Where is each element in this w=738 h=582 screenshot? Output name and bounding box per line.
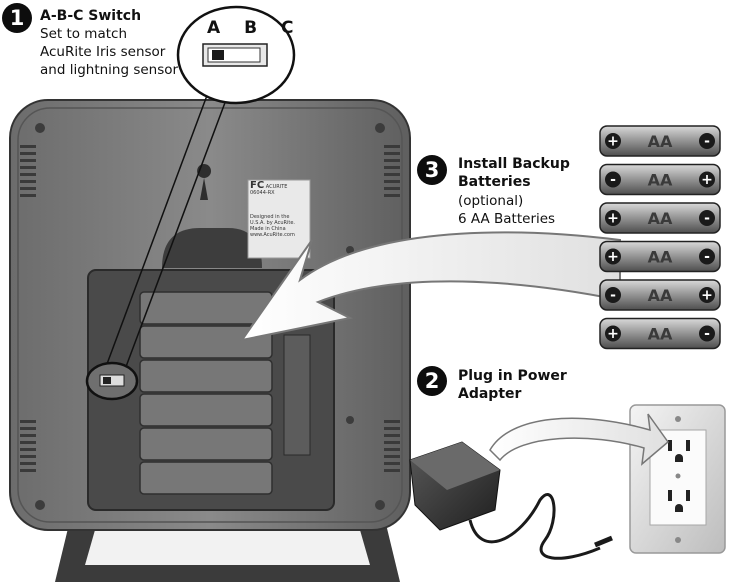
sticker-line-4: www.AcuRite.com: [250, 232, 295, 238]
battery-slots: [139, 291, 273, 495]
battery-stack: + - AA - + AA + - AA + - AA - + AA + - AA: [597, 124, 723, 356]
step-1-title: A-B-C Switch: [40, 8, 142, 24]
step-3-title-line-2: Batteries: [458, 174, 531, 190]
battery-label: AA: [648, 248, 673, 267]
aa-battery: - + AA: [599, 279, 721, 311]
battery-terminal-left-icon: [605, 133, 621, 149]
aa-battery: - + AA: [599, 163, 721, 196]
battery-polarity-symbol: -: [704, 134, 710, 150]
step-3-line-1: (optional): [458, 193, 524, 209]
step-2-badge: 2: [417, 366, 447, 396]
aa-battery: + - AA: [599, 317, 721, 350]
vent-slots-right: [384, 145, 400, 472]
battery-terminal-right-icon: [699, 287, 715, 303]
battery-terminal-left-icon: [605, 248, 621, 265]
battery-terminal-right-icon: [699, 248, 715, 265]
fcc-logo: FC: [250, 180, 265, 191]
battery-label: AA: [648, 132, 673, 151]
step-2-title-line-1: Plug in Power: [458, 368, 567, 384]
sticker-line-3: Made in China: [250, 226, 286, 232]
step-1-line-1: Set to match: [40, 26, 127, 42]
step-1-line-2: AcuRite Iris sensor: [40, 44, 166, 60]
aa-battery: + - AA: [599, 240, 721, 273]
step-2-title-line-2: Adapter: [458, 386, 522, 402]
battery-terminal-right-icon: [699, 210, 715, 226]
battery-polarity-symbol: +: [701, 172, 713, 188]
step-3-title-line-1: Install Backup: [458, 156, 570, 172]
sticker-line-1: Designed in the: [250, 214, 290, 220]
keyhole: [197, 164, 212, 200]
step-3-badge: 3: [417, 155, 447, 185]
battery-label: AA: [648, 325, 673, 344]
outlet-receptacles: [668, 440, 690, 512]
callout-line: [103, 81, 213, 373]
battery-polarity-symbol: -: [704, 211, 710, 227]
battery-terminal-left-icon: [605, 210, 621, 226]
battery-terminal-left-icon: [605, 325, 621, 342]
switch-letters: A B C: [207, 18, 303, 38]
battery-label: AA: [648, 209, 673, 228]
battery-polarity-symbol: -: [704, 326, 710, 342]
battery-polarity-symbol: -: [610, 288, 616, 304]
adapter-cable: [468, 493, 601, 560]
aa-battery: + - AA: [599, 125, 721, 157]
battery-polarity-symbol: -: [704, 249, 710, 265]
sticker-brand: ACURITE: [265, 184, 288, 190]
sticker-line-2: U.S.A. by AcuRite.: [250, 220, 295, 226]
battery-stack-drawing: + - AA - + AA + - AA + - AA - + AA + - AA: [599, 125, 721, 350]
battery-terminal-right-icon: [699, 325, 715, 342]
battery-label: AA: [648, 286, 673, 305]
battery-polarity-symbol: +: [607, 211, 619, 227]
battery-label: AA: [648, 171, 673, 190]
battery-polarity-symbol: +: [607, 134, 619, 150]
battery-polarity-symbol: +: [607, 249, 619, 265]
install-arrow: [239, 231, 621, 342]
switch-slider: [212, 50, 224, 60]
battery-terminal-right-icon: [699, 171, 715, 188]
power-arrow: [489, 413, 670, 466]
vent-slots-left: [20, 145, 36, 472]
sticker-model: 06044-RX: [250, 190, 275, 196]
battery-polarity-symbol: +: [607, 326, 619, 342]
battery-terminal-right-icon: [699, 133, 715, 149]
battery-polarity-symbol: +: [701, 288, 713, 304]
label-sticker-text: FC ACURITE 06044-RX Designed in the U.S.…: [250, 180, 310, 239]
screw-holes: [35, 123, 385, 510]
label-sticker: [247, 179, 311, 259]
battery-terminal-left-icon: [605, 171, 621, 188]
step-3-line-2: 6 AA Batteries: [458, 211, 556, 227]
battery-polarity-symbol: -: [610, 172, 616, 188]
battery-terminal-left-icon: [605, 287, 621, 303]
aa-battery: + - AA: [599, 202, 721, 234]
step-1-badge: 1: [2, 3, 32, 33]
step-1-line-3: and lightning sensor: [40, 62, 179, 78]
